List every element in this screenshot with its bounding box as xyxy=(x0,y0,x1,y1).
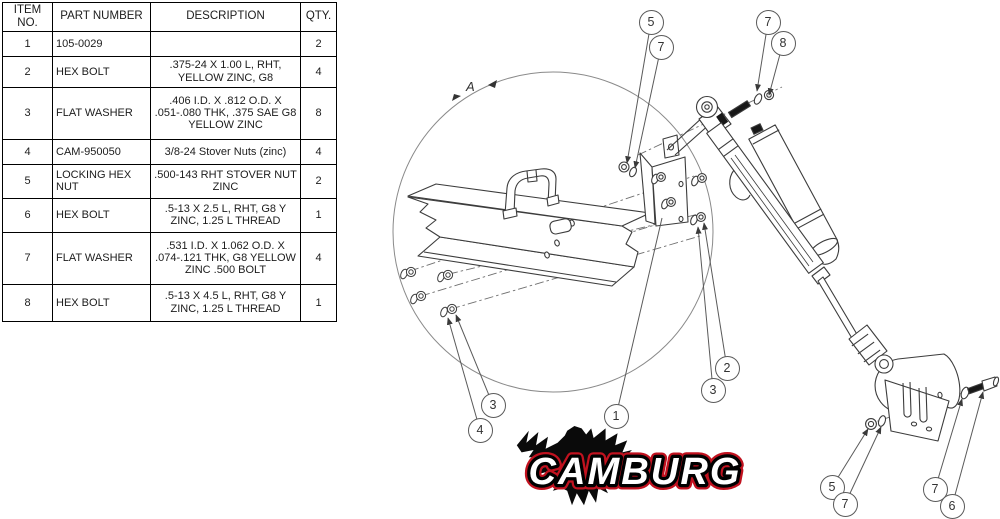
qty-cell: 2 xyxy=(300,30,337,57)
detail-view-label: A xyxy=(466,79,475,94)
table-row: 6 HEX BOLT .5-13 X 2.5 L, RHT, G8 Y ZINC… xyxy=(2,197,337,233)
description-cell: .375-24 X 1.00 L, RHT, YELLOW ZINC, G8 xyxy=(150,55,301,88)
frame-rail xyxy=(407,183,651,287)
callout-8: 8 xyxy=(770,30,796,56)
table-row: 1 105-0029 2 xyxy=(2,30,337,57)
callout-6: 6 xyxy=(939,493,965,519)
item-cell: 3 xyxy=(2,86,53,140)
qty-cell: 2 xyxy=(300,163,337,199)
logo-wordmark: CAMBURG xyxy=(529,451,742,493)
table-row: 8 HEX BOLT .5-13 X 4.5 L, RHT, G8 Y ZINC… xyxy=(2,283,337,322)
qty-cell: 1 xyxy=(300,283,337,322)
callout-7-bottom-left: 7 xyxy=(832,491,858,517)
header-qty: QTY. xyxy=(300,2,337,32)
callout-7-top: 7 xyxy=(648,34,674,60)
parts-table: ITEM NO. PART NUMBER DESCRIPTION QTY. 1 … xyxy=(2,2,337,322)
table-header-row: ITEM NO. PART NUMBER DESCRIPTION QTY. xyxy=(2,2,337,32)
part-number-cell: 105-0029 xyxy=(52,30,151,57)
item-cell: 4 xyxy=(2,138,53,165)
part-number-cell: HEX BOLT xyxy=(52,283,151,322)
camburg-logo: CAMBURG CAMBURG CAMBURG xyxy=(516,426,745,506)
part-number-cell: HEX BOLT xyxy=(52,197,151,233)
description-cell: .5-13 X 2.5 L, RHT, G8 Y ZINC, 1.25 L TH… xyxy=(150,197,301,233)
header-item-no: ITEM NO. xyxy=(2,2,53,32)
logo-wordmark-outline-black: CAMBURG xyxy=(529,451,742,493)
callout-3-right: 3 xyxy=(700,377,726,403)
callout-3-left: 3 xyxy=(480,392,506,418)
mount-bracket xyxy=(618,115,712,227)
callout-4: 4 xyxy=(467,417,493,443)
rail-clamp xyxy=(502,168,560,220)
part-number-cell: FLAT WASHER xyxy=(52,86,151,140)
qty-cell: 4 xyxy=(300,138,337,165)
callout-7-upper-right: 7 xyxy=(755,9,781,35)
stover-nut-fasteners xyxy=(400,266,458,318)
detail-view-circle xyxy=(392,71,714,393)
callout-2: 2 xyxy=(714,355,740,381)
header-description: DESCRIPTION xyxy=(150,2,301,32)
description-cell: .406 I.D. X .812 O.D. X .051-.080 THK, .… xyxy=(150,86,301,140)
table-row: 2 HEX BOLT .375-24 X 1.00 L, RHT, YELLOW… xyxy=(2,55,337,88)
description-cell xyxy=(150,30,301,57)
header-part-number: PART NUMBER xyxy=(52,2,151,32)
qty-cell: 4 xyxy=(300,55,337,88)
table-row: 7 FLAT WASHER .531 I.D. X 1.062 O.D. X .… xyxy=(2,231,337,285)
description-cell: .531 I.D. X 1.062 O.D. X .074-.121 THK, … xyxy=(150,231,301,285)
callout-5-top: 5 xyxy=(638,9,664,35)
shock-absorber xyxy=(695,89,888,366)
item-cell: 8 xyxy=(2,283,53,322)
part-number-cell: FLAT WASHER xyxy=(52,231,151,285)
description-cell: .5-13 X 4.5 L, RHT, G8 Y ZINC, 1.25 L TH… xyxy=(150,283,301,322)
lower-mount xyxy=(865,353,1000,442)
eagle-icon xyxy=(516,426,632,506)
callout-1: 1 xyxy=(603,403,629,429)
qty-cell: 4 xyxy=(300,231,337,285)
qty-cell: 8 xyxy=(300,86,337,140)
item-cell: 7 xyxy=(2,231,53,285)
item-cell: 6 xyxy=(2,197,53,233)
table-row: 5 LOCKING HEX NUT .500-143 RHT STOVER NU… xyxy=(2,163,337,199)
description-cell: .500-143 RHT STOVER NUT ZINC xyxy=(150,163,301,199)
logo-wordmark-outline-red: CAMBURG xyxy=(529,451,742,493)
table-row: 3 FLAT WASHER .406 I.D. X .812 O.D. X .0… xyxy=(2,86,337,140)
part-number-cell: CAM-950050 xyxy=(52,138,151,165)
